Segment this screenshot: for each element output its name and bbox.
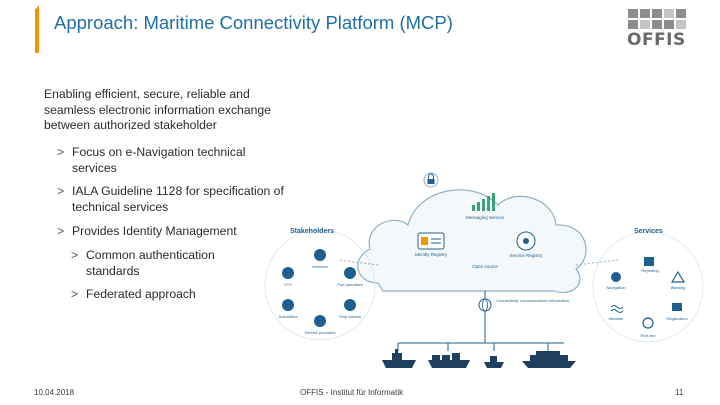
connector-line bbox=[337, 259, 379, 266]
stakeholder-service-providers: Service providers bbox=[305, 315, 336, 335]
stakeholder-label: Authorities bbox=[279, 314, 298, 319]
cloud-shape bbox=[357, 189, 587, 294]
stakeholder-authorities: Authorities bbox=[279, 299, 298, 319]
lock-icon bbox=[423, 172, 439, 188]
ship-icon bbox=[382, 349, 416, 368]
globe-icon bbox=[478, 298, 492, 312]
footer-institute: OFFIS - Institut für Informatik bbox=[300, 388, 404, 397]
stakeholders-label: Stakeholders bbox=[290, 228, 334, 235]
open-source-label: Open source bbox=[472, 264, 498, 269]
services-label: Services bbox=[634, 228, 663, 235]
offis-logo: OFFIS bbox=[627, 9, 687, 49]
service-warning: Warning bbox=[671, 270, 686, 290]
service-label: Port info bbox=[641, 333, 657, 338]
service-label: Weather bbox=[608, 316, 624, 321]
footer-date: 10.04.2018 bbox=[34, 388, 75, 397]
sub-bullet-text: Federated approach bbox=[86, 287, 196, 301]
bullet-item: > Focus on e-Navigation technical servic… bbox=[57, 145, 292, 176]
service-registration: Registration bbox=[666, 303, 688, 321]
stakeholder-vts: VTS bbox=[282, 267, 294, 287]
identity-registry-label: Identity Registry bbox=[415, 252, 448, 257]
logo-squares-row2 bbox=[628, 20, 687, 29]
stakeholder-ship-owners: Ship owners bbox=[339, 299, 361, 319]
logo-squares bbox=[628, 9, 687, 18]
stakeholder-label: Ship owners bbox=[339, 314, 361, 319]
service-label: Navigation bbox=[607, 285, 626, 290]
bullet-marker: > bbox=[71, 248, 79, 262]
cruise-ship-icon bbox=[522, 351, 576, 368]
slide-title: Approach: Maritime Connectivity Platform… bbox=[54, 12, 453, 33]
stakeholder-label: Service providers bbox=[305, 330, 336, 335]
service-registry-icon bbox=[516, 231, 536, 251]
logo-text: OFFIS bbox=[627, 30, 686, 50]
identity-registry-icon bbox=[417, 232, 445, 250]
connection-note: Connectivity/ communication/ information bbox=[496, 298, 569, 303]
service-label: Registration bbox=[666, 316, 687, 321]
stakeholder-label: Mariners bbox=[312, 264, 328, 269]
title-accent-tip bbox=[35, 5, 39, 10]
intro-text: Enabling efficient, secure, reliable and… bbox=[44, 87, 271, 132]
sub-bullet-item: > Common authentication standards bbox=[71, 248, 271, 279]
bullet-marker: > bbox=[57, 224, 65, 238]
connector-line bbox=[575, 259, 619, 266]
stakeholder-mariners: Mariners bbox=[312, 249, 328, 269]
bullet-text: Provides Identity Management bbox=[72, 224, 237, 238]
service-navigation: Navigation bbox=[607, 272, 626, 290]
service-port-info: Port info bbox=[641, 317, 657, 338]
bullet-marker: > bbox=[57, 184, 65, 198]
services-ring bbox=[592, 231, 704, 343]
stakeholders-ring bbox=[264, 229, 376, 341]
service-registry-label: Service Registry bbox=[510, 253, 544, 258]
title-accent-bar bbox=[35, 9, 39, 53]
service-reporting: Reporting bbox=[641, 257, 659, 273]
stakeholder-port-operators: Port operators bbox=[337, 267, 363, 287]
globe-icon-meridian bbox=[482, 298, 488, 312]
tug-icon bbox=[484, 356, 504, 368]
bullet-item: > IALA Guideline 1128 for specification … bbox=[57, 184, 292, 215]
sub-bullet-item: > Federated approach bbox=[71, 287, 271, 303]
sub-bullet-text: Common authentication standards bbox=[86, 248, 215, 278]
service-label: Reporting bbox=[641, 268, 658, 273]
bullet-text: IALA Guideline 1128 for specification of… bbox=[72, 184, 284, 214]
messaging-service-label: Messaging Service bbox=[466, 215, 505, 220]
bullet-item: > Provides Identity Management bbox=[57, 224, 292, 240]
bullet-text: Focus on e-Navigation technical services bbox=[72, 145, 246, 175]
footer-page-number: 11 bbox=[675, 388, 684, 397]
bullet-marker: > bbox=[71, 287, 79, 301]
service-weather: Weather bbox=[608, 305, 624, 321]
stakeholder-label: VTS bbox=[284, 282, 292, 287]
service-label: Warning bbox=[671, 285, 686, 290]
mcp-diagram: Messaging Service Identity Registry Serv… bbox=[264, 172, 704, 368]
cargo-ship-icon bbox=[428, 353, 470, 368]
bullet-marker: > bbox=[57, 145, 65, 159]
messaging-service-icon bbox=[472, 193, 495, 211]
stakeholder-label: Port operators bbox=[337, 282, 362, 287]
